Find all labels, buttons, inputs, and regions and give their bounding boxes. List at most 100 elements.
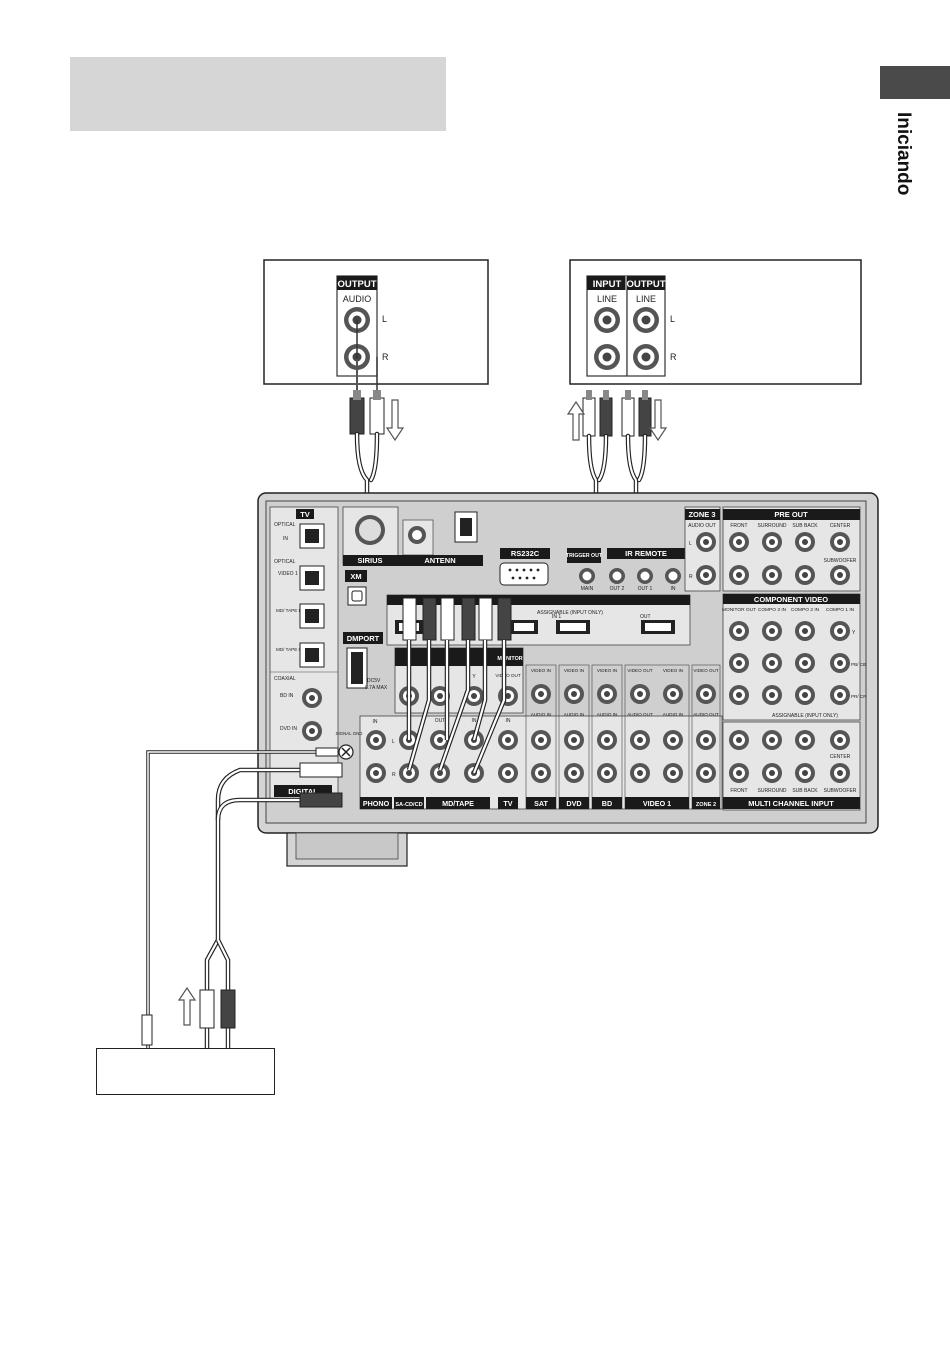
panel-label: MULTI CHANNEL INPUT (748, 799, 834, 808)
panel-label: SA-CD/CD (395, 802, 422, 808)
panel-label: MD/ TAPE OUT (276, 647, 308, 652)
panel-label: AUDIO IN (663, 712, 683, 717)
panel-label: SUB BACK (792, 788, 818, 794)
panel-label: COMPO 3 IN (758, 607, 787, 613)
bottom-cables (141, 747, 343, 1048)
panel-label: PHONO (363, 799, 390, 808)
right-input-label: INPUT (593, 279, 622, 290)
left-l-label: L (382, 314, 387, 324)
panel-label: SURROUND (758, 523, 787, 529)
panel-label: DC5V (367, 678, 381, 684)
zone3-preout: ZONE 3 AUDIO OUT L R PRE OUT FRONT SURRO… (684, 506, 861, 592)
title-placeholder-box (70, 57, 446, 131)
panel-label: L (689, 541, 692, 547)
panel-label: DIGITAL (288, 787, 318, 796)
panel-label: AUDIO OUT (693, 712, 719, 717)
panel-label: COAXIAL (274, 676, 296, 682)
right-output-label: OUTPUT (626, 279, 665, 290)
source-device-box (96, 1048, 275, 1095)
panel-label: ANTENN (424, 556, 455, 565)
panel-label: AUDIO OUT (627, 712, 653, 717)
panel-label: OUT 2 (610, 586, 625, 592)
panel-label: IN 1 (552, 614, 561, 620)
panel-label: COMPO 1 IN (826, 607, 855, 613)
right-line-label-2: LINE (636, 294, 656, 304)
panel-label: IN (373, 719, 378, 725)
right-jack-out-r (633, 344, 659, 370)
right-line-label-1: LINE (597, 294, 617, 304)
panel-label: VIDEO IN (564, 668, 584, 673)
left-r-label: R (382, 352, 389, 362)
panel-label: AUDIO OUT (688, 523, 716, 529)
panel-label: SUBWOOFER (824, 788, 857, 794)
digital-inputs-column: TV OPTICAL IN OPTICAL VIDEO 1 MD/ TAPE I… (269, 506, 339, 800)
panel-label: DVD (566, 799, 581, 808)
panel-label: TV (300, 510, 310, 519)
panel-label: SURROUND (758, 788, 787, 794)
panel-label: IR REMOTE (625, 549, 667, 558)
right-jack-out-l (633, 307, 659, 333)
panel-label: IN (472, 718, 477, 724)
top-cables (349, 319, 652, 603)
panel-label: RS232C (511, 549, 540, 558)
panel-label: SUBWOOFER (824, 558, 857, 564)
panel-label: ASSIGNABLE (INPUT ONLY) (772, 713, 838, 719)
panel-label: ZONE 2 (696, 802, 716, 808)
signal-arrows-top (385, 399, 668, 442)
inserted-plugs (402, 597, 512, 774)
left-device: OUTPUT AUDIO L R (263, 259, 489, 385)
panel-label: DMPORT (347, 634, 380, 643)
panel-label: TRIGGER OUT (566, 553, 603, 559)
panel-label: IN (506, 718, 511, 724)
panel-label: AUDIO IN (564, 712, 584, 717)
panel-label: ZONE 3 (688, 510, 715, 519)
multi-channel-input: CENTER FRONT SURROUND SUB BACK SUBWOOFER… (722, 721, 861, 811)
panel-label: VIDEO IN (663, 668, 683, 673)
panel-label: COMPONENT VIDEO (754, 595, 828, 604)
panel-label: IN (283, 536, 288, 542)
panel-label: MONITOR (497, 656, 522, 662)
panel-label: BD (602, 799, 612, 808)
panel-label: SAT (534, 799, 548, 808)
panel-label: COMPO 2 IN (791, 607, 820, 613)
panel-label: VIDEO 1 (278, 571, 298, 577)
panel-label: 0.7A MAX (365, 685, 388, 691)
panel-label: SUB BACK (792, 523, 818, 529)
panel-label: L (392, 739, 395, 745)
panel-label: Y (472, 674, 476, 680)
panel-label: OUT (435, 718, 446, 724)
right-jack-in-l (594, 307, 620, 333)
panel-label: IN (671, 586, 676, 592)
right-jack-in-r (594, 344, 620, 370)
panel-label: SIGNAL GND (336, 731, 363, 736)
panel-label: DVD IN (280, 726, 297, 732)
right-r-label: R (670, 352, 677, 362)
panel-label: MAIN (581, 586, 594, 592)
panel-label: FRONT (730, 523, 747, 529)
panel-label: MONITOR OUT (722, 607, 756, 613)
panel-label: AUDIO IN (597, 712, 617, 717)
right-l-label: L (670, 314, 675, 324)
section-label: Iniciando (893, 112, 914, 196)
panel-label: TV (503, 799, 512, 808)
panel-label: OUT (640, 614, 651, 620)
panel-label: OPTICAL (274, 559, 296, 565)
panel-label: CENTER (830, 523, 851, 529)
panel-label: PR/ CR (851, 694, 867, 699)
panel-label: VIDEO IN (531, 668, 551, 673)
panel-label: R (392, 772, 396, 778)
panel-label: R (689, 574, 693, 580)
panel-label: VIDEO IN (597, 668, 617, 673)
control-ports: RS232C TRIGGER OUT MAIN IR REMOTE OUT 2 … (499, 548, 685, 592)
left-audio-label: AUDIO (343, 294, 372, 304)
right-device: INPUT OUTPUT LINE LINE L R (569, 259, 862, 385)
panel-label: OPTICAL (274, 522, 296, 528)
tuner-ports: SIRIUS XM DMPORT DC5V 0.7A MAX ANTENN (342, 506, 483, 691)
panel-label: XM (350, 572, 361, 581)
panel-label: ASSIGNABLE (INPUT ONLY) (537, 610, 603, 616)
panel-label: MD/TAPE (442, 799, 474, 808)
panel-label: PB/ CB (851, 662, 866, 667)
panel-label: VIDEO OUT (627, 668, 652, 673)
panel-label: FRONT (730, 788, 747, 794)
